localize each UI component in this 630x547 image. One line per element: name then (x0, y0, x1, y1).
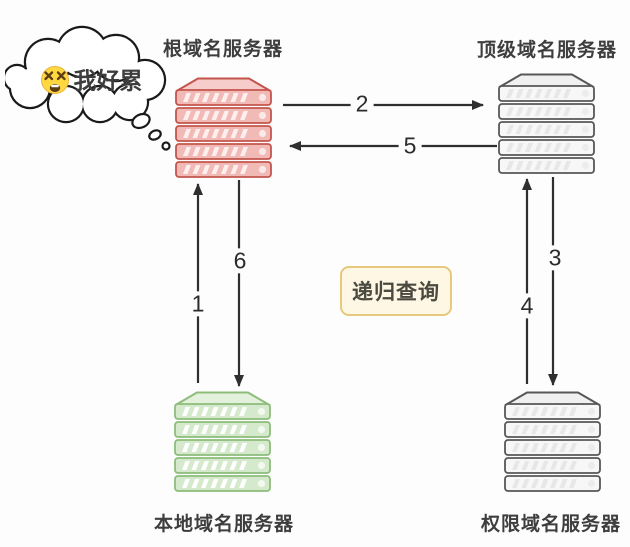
label-auth-dns: 权限域名服务器 (480, 514, 621, 535)
server-stack-icon (174, 391, 271, 492)
server-stack-icon (504, 391, 601, 492)
step-label-1: 1 (186, 291, 210, 317)
label-tld-dns: 顶级域名服务器 (476, 40, 617, 61)
step-label-3: 3 (543, 245, 567, 271)
recursive-query-tag: 递归查询 (340, 266, 452, 316)
thought-bubble: 我好累 (5, 24, 180, 160)
server-stack-icon (175, 77, 272, 178)
server-local-dns (174, 391, 271, 494)
label-root-dns: 根域名服务器 (162, 39, 283, 60)
tired-face-emoji-icon (41, 66, 69, 94)
cloud-icon (5, 25, 167, 124)
step-label-4: 4 (515, 293, 539, 319)
server-root-dns (175, 77, 272, 180)
server-auth-dns (504, 391, 601, 494)
server-stack-icon (498, 73, 595, 174)
server-tld-dns (498, 73, 595, 176)
step-label-6: 6 (228, 248, 252, 274)
thought-bubble-text: 我好累 (74, 68, 143, 94)
thought-trail-bubbles (131, 112, 171, 151)
step-label-5: 5 (398, 133, 422, 159)
step-label-2: 2 (350, 91, 374, 117)
label-local-dns: 本地域名服务器 (153, 514, 294, 535)
